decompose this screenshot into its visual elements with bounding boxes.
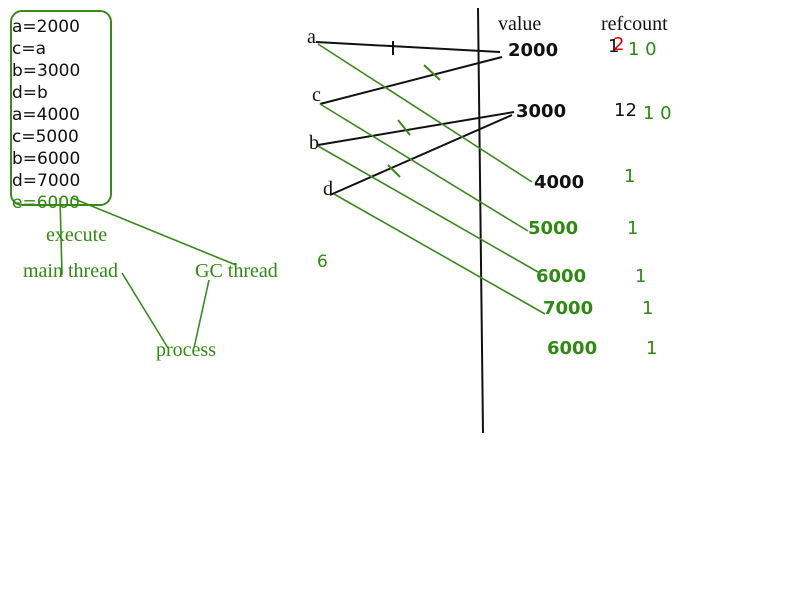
refcount-4000: 1 [624,166,636,187]
gc-thread-label: GC thread [195,260,278,282]
refcount-5000: 1 [627,218,639,239]
process-label: process [156,339,216,361]
ref-b-3000 [317,111,515,146]
code-line: c=a [12,39,47,59]
ref-a-2000 [315,41,501,53]
variable-b: b [309,132,319,154]
value-header: value [498,13,542,35]
connector-main-process [121,272,169,349]
ref-c-2000 [319,56,503,105]
cut-mark-green-1 [423,64,441,81]
ref-d-3000 [329,114,513,196]
main-thread-label: main thread [23,260,118,282]
connector-gc [71,197,237,266]
refcount-7000: 1 [642,298,654,319]
value-4000: 4000 [534,172,585,193]
refcount-3000-new: 1 0 [643,103,672,124]
code-line: b=3000 [12,61,81,81]
code-line: d=b [12,83,48,103]
cut-mark-green-3 [387,164,401,178]
code-line: c=5000 [12,127,79,147]
code-line: a=2000 [12,17,80,37]
ref-a-4000 [317,43,533,183]
value-2000: 2000 [508,40,559,61]
code-line: a=4000 [12,105,80,125]
refcount-2000-old: 1 [608,36,620,57]
refcount-header: refcount [601,13,668,35]
divider-line [477,7,484,434]
refcount-2000-overwrite: 2 [613,34,625,55]
value-6000-b: 6000 [547,338,598,359]
code-line: b=6000 [12,149,81,169]
variable-d: d [323,178,333,200]
value-6000: 6000 [536,266,587,287]
refcount-6000: 1 [635,266,647,287]
variable-a: a [307,26,316,48]
ref-d-7000 [333,193,546,315]
cut-mark-green-2 [397,119,411,136]
value-5000: 5000 [528,218,579,239]
variable-c: c [312,84,321,106]
refcount-6000-b: 1 [646,338,658,359]
code-line: d=7000 [12,171,81,191]
ref-b-6000 [317,145,539,273]
value-3000: 3000 [516,101,567,122]
connector-main [59,197,63,276]
execute-label: execute [46,224,108,246]
ref-c-5000 [319,103,529,232]
value-7000: 7000 [543,298,594,319]
connector-gc-process [193,279,210,349]
refcount-3000-old: 12 [614,100,637,121]
six-note: 6 [317,252,328,272]
code-line: e=6000 [12,193,80,213]
refcount-2000-new: 1 0 [628,39,657,60]
code-box [10,10,112,206]
